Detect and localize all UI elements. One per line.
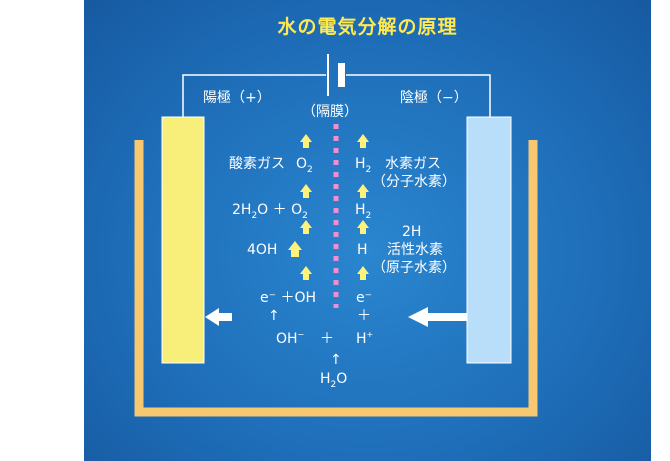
arrow-up-icon <box>300 266 312 280</box>
membrane-label: （隔膜） <box>302 104 358 120</box>
electron-formula: e⁻ <box>356 290 373 306</box>
left-arrows <box>288 134 312 280</box>
o2-formula: O2 <box>296 156 313 175</box>
active-hydrogen-label: 活性水素 <box>387 242 443 258</box>
electron-hydroxide-formula: e⁻ ＋OH <box>260 290 316 306</box>
left-small-up-arrow: ↑ <box>268 308 280 324</box>
arrow-up-icon <box>357 184 369 198</box>
hydrogen-ion-formula: H+ <box>356 330 374 347</box>
arrow-up-icon <box>300 134 312 148</box>
hydroxide-ion-formula: OH− <box>276 330 305 347</box>
wire-left <box>182 74 326 117</box>
h2-formula-top: H2 <box>355 156 372 175</box>
battery-short-plate <box>338 63 345 87</box>
hydroxide-formula: 4OH <box>247 242 278 258</box>
water-plus-oxygen-formula: 2H2O ＋ O2 <box>232 202 308 221</box>
arrow-left-to-anode-icon <box>205 308 232 326</box>
center-small-up-arrow: ↑ <box>330 352 342 368</box>
water-formula: H2O <box>320 371 348 390</box>
two-h-label: 2H <box>402 224 422 240</box>
anode-label: 陽極（+） <box>203 90 271 106</box>
hydrogen-atom-formula: H <box>357 242 368 258</box>
molecular-hydrogen-label: （分子水素） <box>372 174 456 190</box>
anode-electrode <box>161 116 205 364</box>
arrow-left-from-cathode-icon <box>408 307 467 327</box>
arrow-up-icon <box>357 266 369 280</box>
arrow-up-icon <box>300 184 312 198</box>
arrow-up-icon <box>357 134 369 148</box>
arrow-up-icon <box>288 241 302 257</box>
right-arrows <box>357 134 369 280</box>
right-plus-sign: ＋ <box>357 308 371 324</box>
arrow-up-icon <box>357 220 369 234</box>
oxygen-gas-label: 酸素ガス <box>229 156 285 172</box>
atomic-hydrogen-label: （原子水素） <box>372 260 456 276</box>
center-plus-sign: ＋ <box>320 331 334 347</box>
electrolysis-container <box>134 140 538 417</box>
h2-formula-middle: H2 <box>355 202 372 221</box>
hydrogen-gas-label: 水素ガス <box>385 156 441 172</box>
arrow-up-icon <box>300 220 312 234</box>
wire-right <box>346 74 491 117</box>
page-title: 水の電気分解の原理 <box>277 16 458 38</box>
cathode-electrode <box>466 116 512 364</box>
cathode-label: 陰極（−） <box>400 90 468 106</box>
